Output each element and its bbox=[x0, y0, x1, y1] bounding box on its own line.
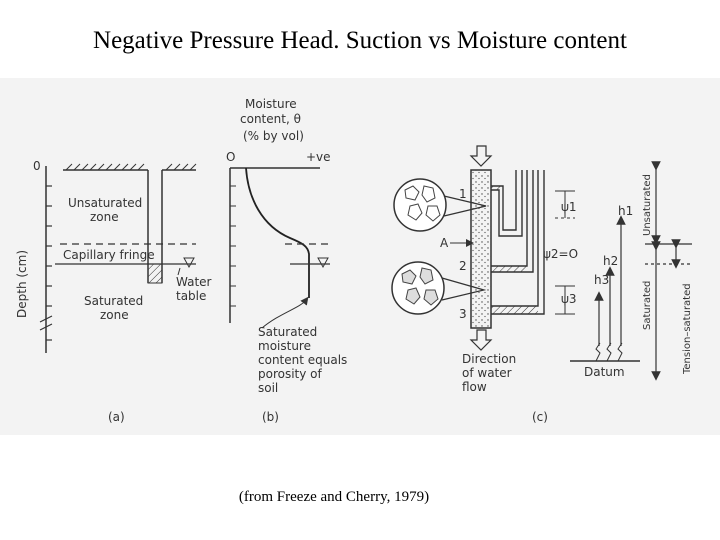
panel-a: Depth (cm) 0 Unsaturated bbox=[15, 159, 212, 424]
panel-c: 1 A 2 3 ψ1 ψ2=O ψ3 h1 h2 h3 Datum Direct… bbox=[391, 145, 693, 424]
point-1-label: 1 bbox=[459, 187, 467, 201]
slide-title: Negative Pressure Head. Suction vs Moist… bbox=[93, 27, 627, 54]
moisture-origin-label: O bbox=[226, 150, 235, 164]
h2-label: h2 bbox=[603, 254, 618, 268]
moisture-content-curve bbox=[245, 167, 310, 298]
tension-saturated-label: Tension–saturated bbox=[682, 283, 693, 375]
moisture-axis-title-3: (% by vol) bbox=[243, 129, 304, 143]
moisture-axis-title-2: content, θ bbox=[240, 112, 301, 126]
unsaturated-zone-label-1: Unsaturated bbox=[68, 196, 142, 210]
panel-b: Moisture content, θ (% by vol) O +ve Sat… bbox=[226, 97, 347, 424]
figure: Depth (cm) 0 Unsaturated bbox=[0, 78, 720, 435]
panel-b-label: (b) bbox=[262, 410, 279, 424]
saturation-note-2: moisture bbox=[258, 339, 311, 353]
figure-background bbox=[0, 78, 720, 435]
unsaturated-zone-label-2: zone bbox=[90, 210, 119, 224]
water-table-symbol bbox=[183, 257, 195, 269]
depth-axis-label: Depth (cm) bbox=[15, 250, 29, 318]
tube-1-hatch bbox=[491, 186, 503, 190]
inflow-arrow bbox=[469, 145, 493, 167]
saturated-label-c: Saturated bbox=[642, 281, 653, 330]
saturation-note-3: content equals bbox=[258, 353, 347, 367]
pore-circle-1 bbox=[393, 178, 487, 232]
psi-markers bbox=[555, 190, 575, 315]
capillary-fringe-label: Capillary fringe bbox=[63, 248, 155, 262]
figure-caption: (from Freeze and Cherry, 1979) bbox=[238, 489, 430, 505]
datum-label: Datum bbox=[584, 365, 625, 379]
pore-circle-2 bbox=[391, 261, 487, 315]
point-2-label: 2 bbox=[459, 259, 467, 273]
saturation-note-1: Saturated bbox=[258, 325, 317, 339]
saturation-note-4: porosity of bbox=[258, 367, 323, 381]
flow-label-1: Direction bbox=[462, 352, 516, 366]
h1-label: h1 bbox=[618, 204, 633, 218]
well-bottom-hatch bbox=[147, 263, 163, 284]
flow-label-3: flow bbox=[462, 380, 487, 394]
water-table-label-1: Water bbox=[176, 275, 212, 289]
moisture-positive-label: +ve bbox=[306, 150, 331, 164]
zone-brackets bbox=[645, 161, 692, 381]
panel-b-water-table-symbol bbox=[317, 257, 329, 269]
panel-a-zero-label: 0 bbox=[33, 159, 41, 173]
psi-1-label: ψ1 bbox=[561, 200, 577, 214]
psi-3-label: ψ3 bbox=[561, 292, 577, 306]
flow-label-2: of water bbox=[462, 366, 512, 380]
h3-label: h3 bbox=[594, 273, 609, 287]
water-table-label-2: table bbox=[176, 289, 206, 303]
tube-3-hatch bbox=[491, 306, 538, 314]
point-3-label: 3 bbox=[459, 307, 467, 321]
saturated-zone-label-2: zone bbox=[100, 308, 129, 322]
depth-ticks bbox=[46, 185, 52, 341]
saturation-leader bbox=[261, 296, 309, 329]
depth-axis-break bbox=[39, 315, 53, 331]
saturated-zone-label-1: Saturated bbox=[84, 294, 143, 308]
tube-2-hatch bbox=[491, 266, 527, 272]
panel-a-label: (a) bbox=[108, 410, 125, 424]
unsaturated-label-c: Unsaturated bbox=[642, 174, 653, 236]
panel-c-label: (c) bbox=[532, 410, 548, 424]
psi-2-label: ψ2=O bbox=[543, 247, 578, 261]
moisture-axis-title-1: Moisture bbox=[245, 97, 297, 111]
soil-column bbox=[470, 169, 492, 329]
saturation-note-5: soil bbox=[258, 381, 278, 395]
outflow-arrow bbox=[469, 329, 493, 351]
point-a-label: A bbox=[440, 236, 449, 250]
